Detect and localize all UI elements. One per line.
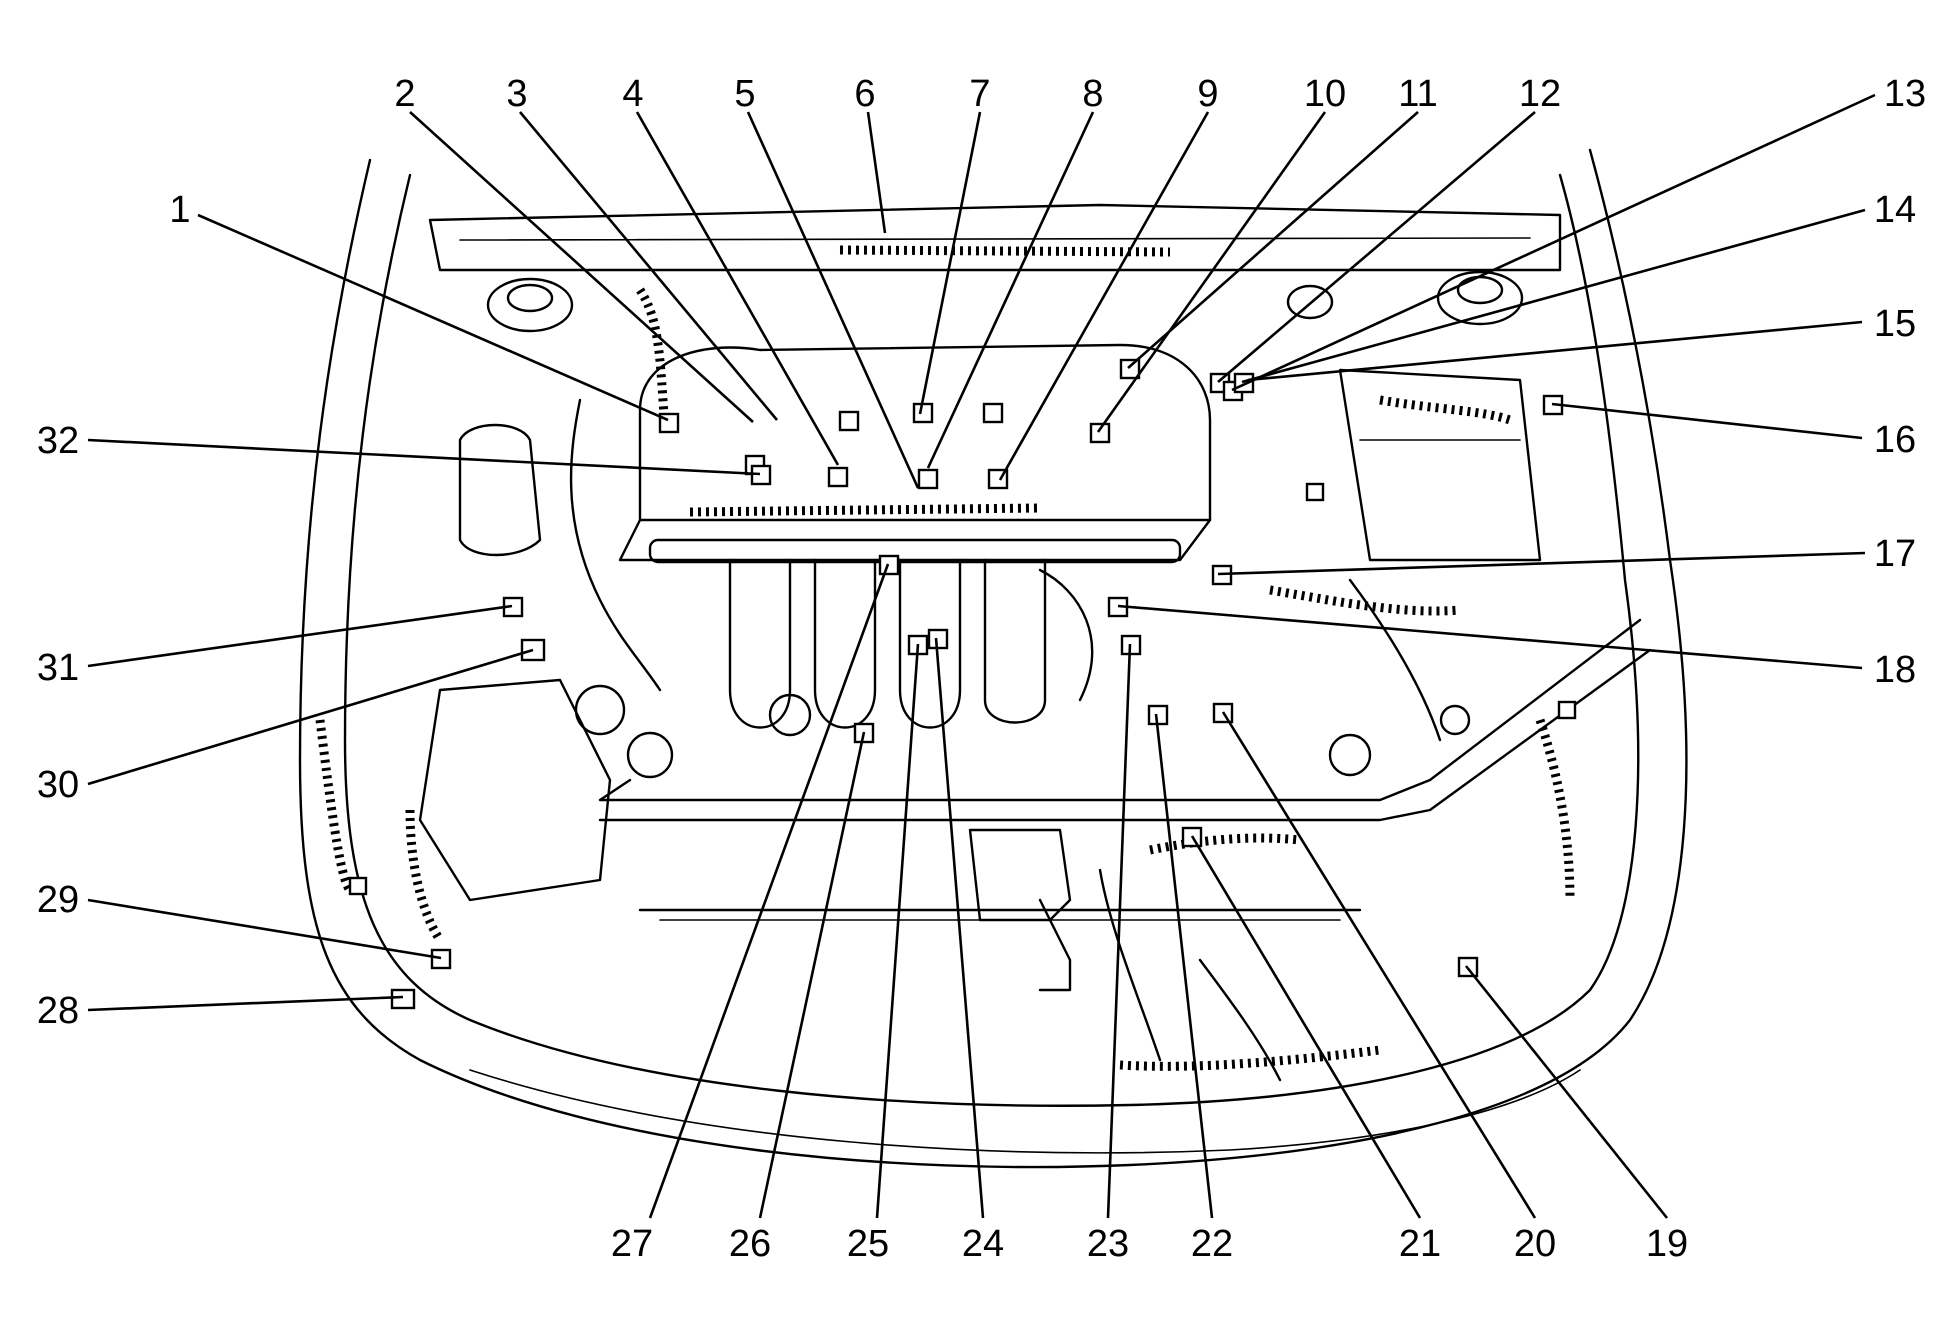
callout-20: 20 — [1514, 1223, 1556, 1265]
callout-4: 4 — [622, 73, 643, 115]
callout-29: 29 — [37, 879, 79, 921]
callout-2: 2 — [394, 73, 415, 115]
callout-3: 3 — [506, 73, 527, 115]
callout-26: 26 — [729, 1223, 771, 1265]
callout-5: 5 — [734, 73, 755, 115]
callout-12: 12 — [1519, 73, 1561, 115]
callout-13: 13 — [1884, 73, 1926, 115]
callout-8: 8 — [1082, 73, 1103, 115]
callout-labels: 1 2 3 4 5 6 7 8 9 10 11 12 13 14 15 16 1… — [37, 73, 1926, 1265]
callout-15: 15 — [1874, 303, 1916, 345]
callout-30: 30 — [37, 764, 79, 806]
callout-7: 7 — [969, 73, 990, 115]
callout-14: 14 — [1874, 189, 1916, 231]
callout-24: 24 — [962, 1223, 1004, 1265]
callout-6: 6 — [854, 73, 875, 115]
callout-11: 11 — [1398, 73, 1437, 115]
callout-21: 21 — [1399, 1223, 1441, 1265]
callout-18: 18 — [1874, 649, 1916, 691]
callout-31: 31 — [37, 647, 79, 689]
callout-9: 9 — [1197, 73, 1218, 115]
engine-bay-illustration — [298, 148, 1688, 1169]
callout-16: 16 — [1874, 419, 1916, 461]
callout-23: 23 — [1087, 1223, 1129, 1265]
callout-19: 19 — [1646, 1223, 1688, 1265]
callout-25: 25 — [847, 1223, 889, 1265]
callout-28: 28 — [37, 990, 79, 1032]
leader-lines — [87, 93, 1876, 1219]
callout-17: 17 — [1874, 533, 1916, 575]
callout-1: 1 — [169, 189, 190, 231]
callout-22: 22 — [1191, 1223, 1233, 1265]
callout-27: 27 — [611, 1223, 653, 1265]
callout-10: 10 — [1304, 73, 1346, 115]
callout-32: 32 — [37, 420, 79, 462]
